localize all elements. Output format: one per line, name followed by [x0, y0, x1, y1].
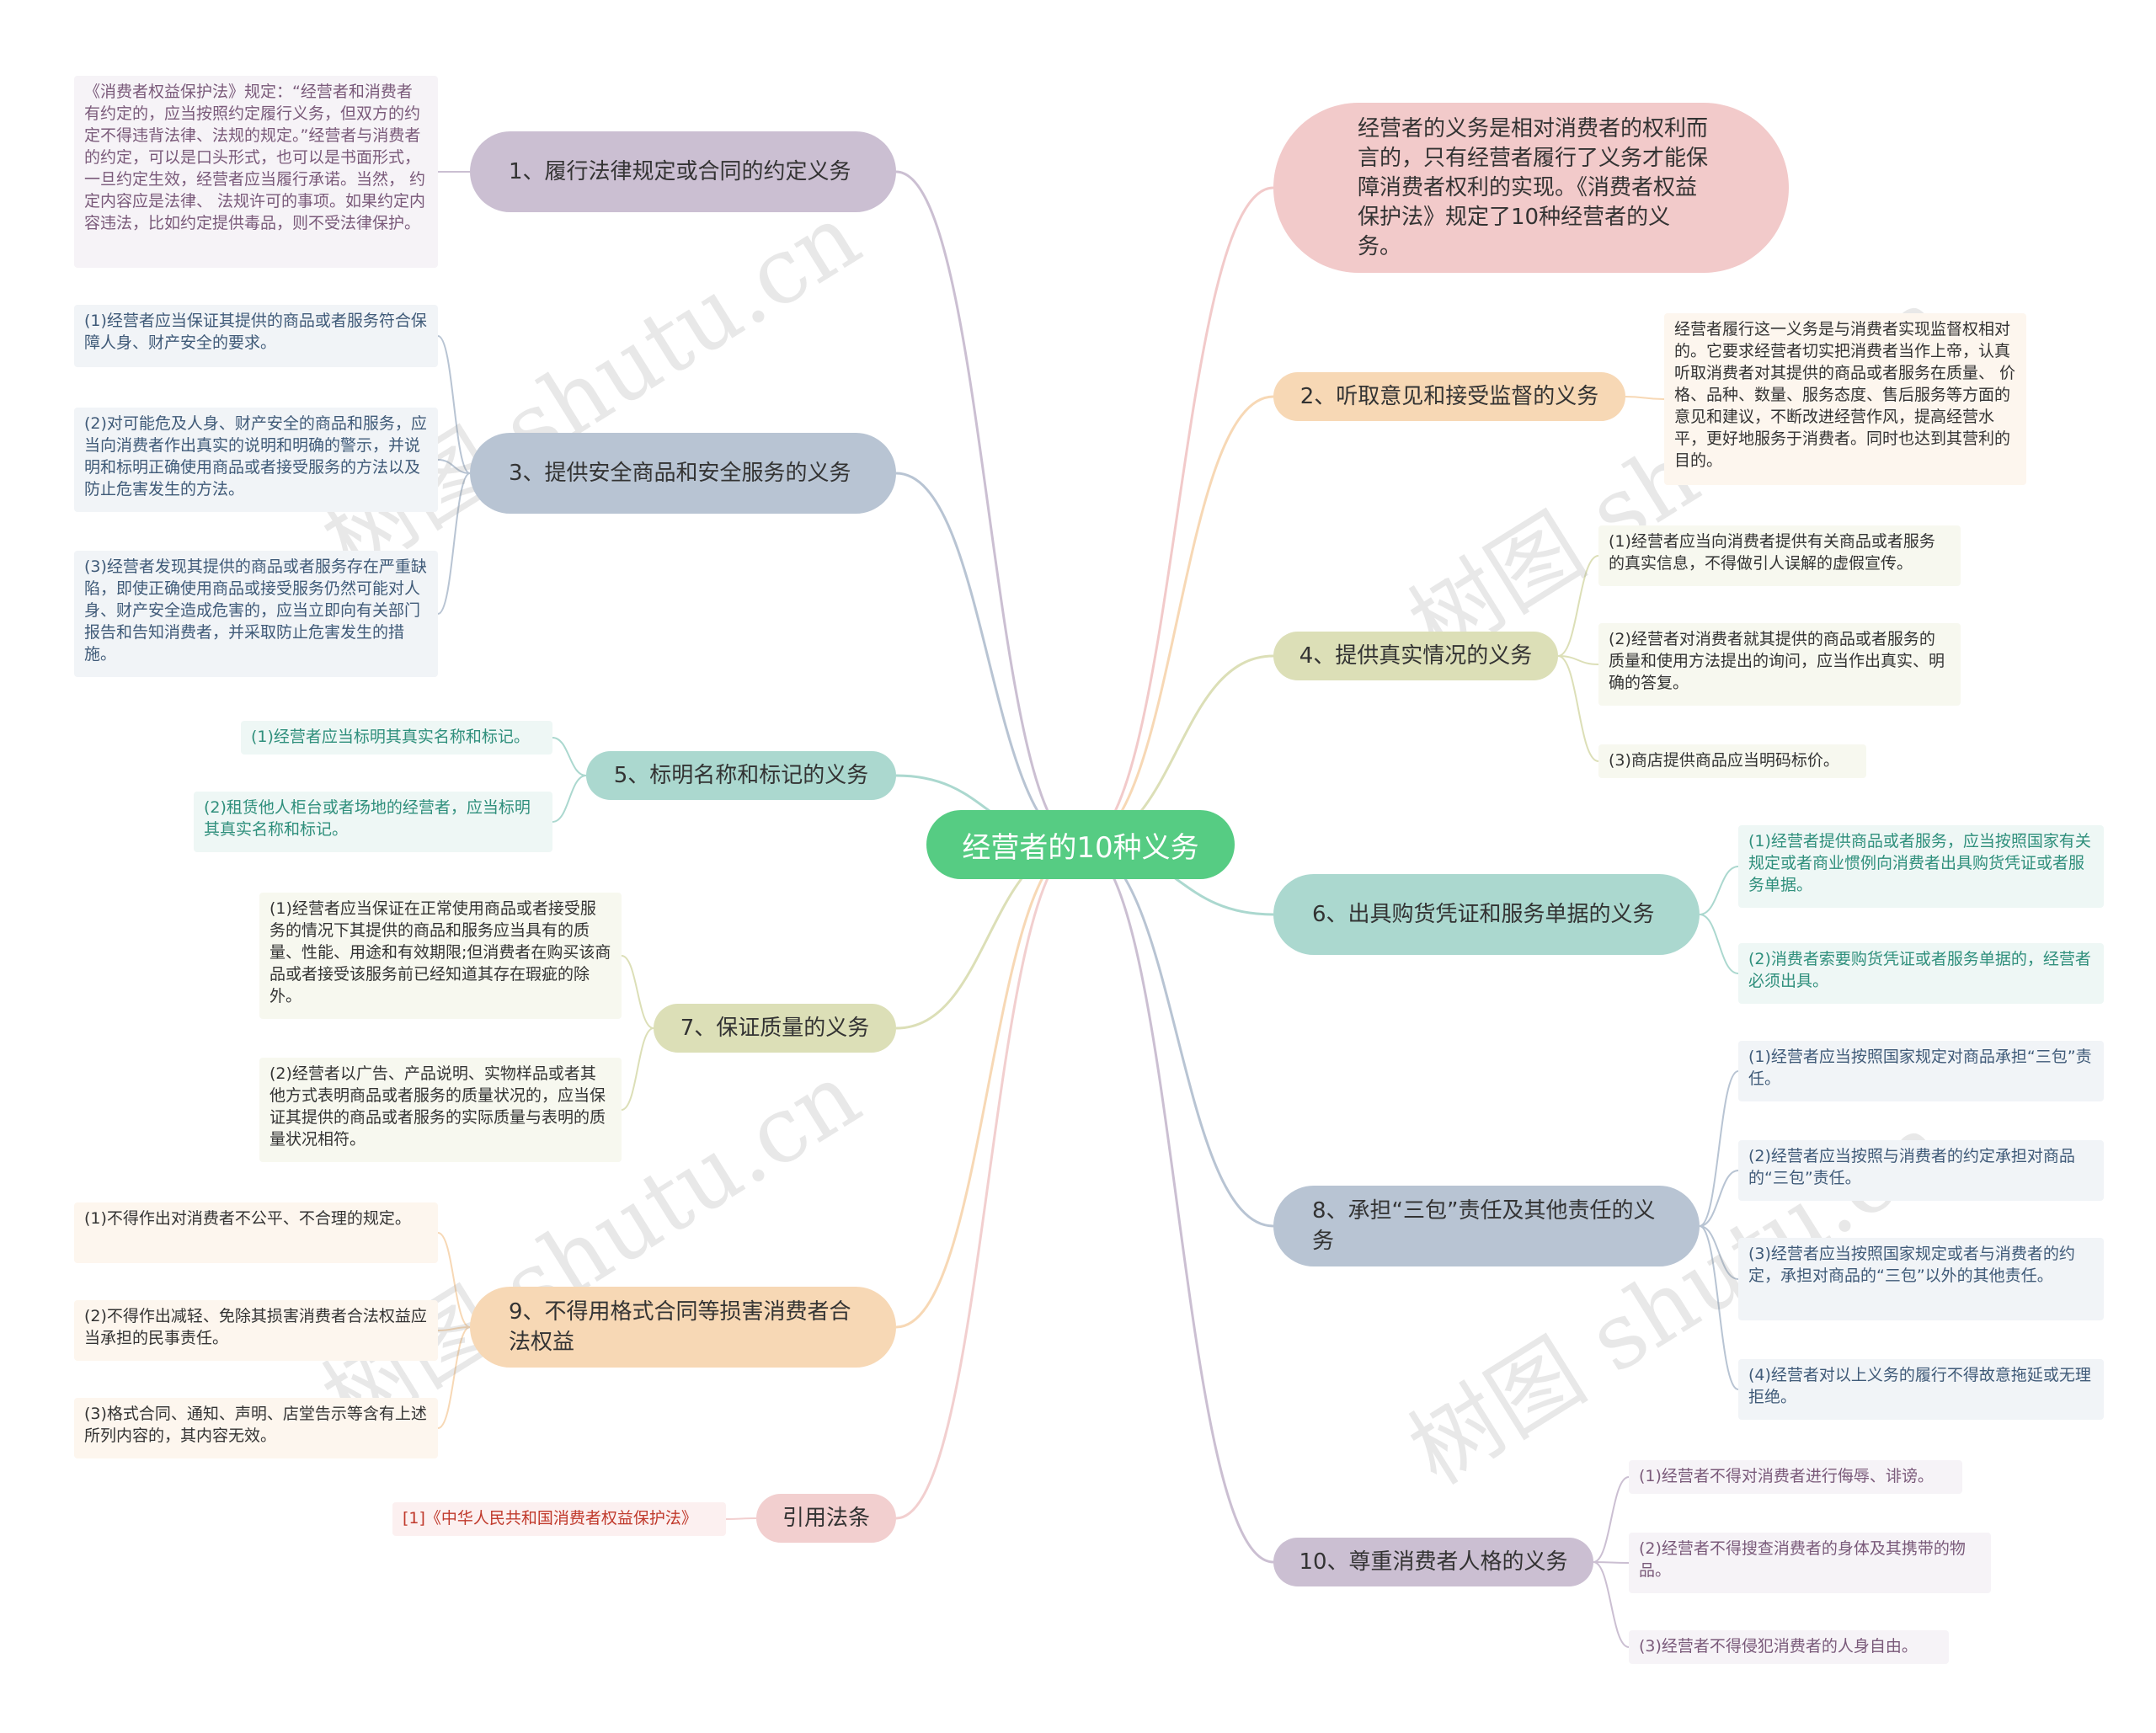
link-central-intro [1080, 186, 1274, 846]
branch-10[interactable]: 10、尊重消费者人格的义务 [1273, 1538, 1593, 1586]
note-b2-1: 经营者履行这一义务是与消费者实现监督权相对的。它要求经营者切实把消费者当作上帝，… [1664, 313, 2026, 485]
link-ref-note [725, 1517, 757, 1520]
note-b3-2: (2)对可能危及人身、财产安全的商品和服务，应当向消费者作出真实的说明和明确的警… [74, 408, 438, 512]
branch-7[interactable]: 7、保证质量的义务 [654, 1004, 896, 1053]
link-b10-note [1593, 1561, 1630, 1648]
link-b2-note [1625, 396, 1665, 400]
branch-2[interactable]: 2、听取意见和接受监督的义务 [1273, 372, 1625, 421]
note-b6-2: (2)消费者索要购货凭证或者服务单据的，经营者必须出具。 [1738, 943, 2104, 1004]
link-b6-note [1699, 866, 1739, 915]
link-b4-note [1557, 655, 1599, 762]
link-b8-note [1699, 1225, 1739, 1280]
intro-node[interactable]: 经营者的义务是相对消费者的权利而言的，只有经营者履行了义务才能保障消费者权利的实… [1273, 103, 1789, 273]
link-b9-note [437, 1326, 471, 1429]
link-b3-note [437, 459, 471, 474]
link-central-ref [895, 843, 1081, 1520]
note-b3-3: (3)经营者发现其提供的商品或者服务存在严重缺陷，即使正确使用商品或接受服务仍然… [74, 551, 438, 677]
branch-3[interactable]: 3、提供安全商品和安全服务的义务 [470, 433, 896, 514]
link-b4-note [1557, 655, 1599, 665]
link-central-b8 [1080, 843, 1274, 1228]
note-b7-2: (2)经营者以广告、产品说明、实物样品或者其他方式表明商品或者服务的质量状况的，… [259, 1058, 622, 1162]
link-b3-note [437, 335, 471, 474]
branch-6[interactable]: 6、出具购货凭证和服务单据的义务 [1273, 874, 1700, 955]
link-b5-note [552, 775, 587, 823]
branch-4[interactable]: 4、提供真实情况的义务 [1273, 632, 1558, 680]
link-b9-note [437, 1326, 471, 1331]
branch-8[interactable]: 8、承担“三包”责任及其他责任的义务 [1273, 1186, 1700, 1266]
note-b4-1: (1)经营者应当向消费者提供有关商品或者服务的真实信息，不得做引人误解的虚假宣传… [1598, 525, 1961, 586]
link-central-b2 [1080, 395, 1274, 846]
link-b7-note [621, 1027, 654, 1111]
branch-5[interactable]: 5、标明名称和标记的义务 [586, 751, 896, 800]
note-b6-1: (1)经营者提供商品或者服务，应当按照国家有关规定或者商业惯例向消费者出具购货凭… [1738, 825, 2104, 908]
link-b8-note [1699, 1170, 1739, 1227]
link-b8-note [1699, 1070, 1739, 1227]
link-central-b1 [895, 170, 1081, 846]
note-b8-1: (1)经营者应当按照国家规定对商品承担“三包”责任。 [1738, 1041, 2104, 1101]
note-b9-2: (2)不得作出减轻、免除其损害消费者合法权益应当承担的民事责任。 [74, 1300, 438, 1361]
link-b8-note [1699, 1225, 1739, 1390]
link-b6-note [1699, 914, 1739, 974]
link-b10-note [1593, 1561, 1630, 1564]
central-topic[interactable]: 经营者的10种义务 [926, 810, 1235, 879]
note-b5-1: (1)经营者应当标明其真实名称和标记。 [241, 721, 552, 755]
note-b8-3: (3)经营者应当按照国家规定或者与消费者的约定，承担对商品的“三包”以外的其他责… [1738, 1238, 2104, 1320]
link-central-b3 [895, 472, 1081, 846]
link-b9-note [437, 1232, 471, 1328]
link-b4-note [1557, 555, 1599, 657]
note-b10-1: (1)经营者不得对消费者进行侮辱、诽谤。 [1629, 1460, 1962, 1494]
branch-ref[interactable]: 引用法条 [756, 1494, 896, 1543]
note-b8-2: (2)经营者应当按照与消费者的约定承担对商品的“三包”责任。 [1738, 1140, 2104, 1201]
link-central-b9 [895, 843, 1081, 1329]
note-b8-4: (4)经营者对以上义务的履行不得故意拖延或无理拒绝。 [1738, 1359, 2104, 1420]
branch-1[interactable]: 1、履行法律规定或合同的约定义务 [470, 131, 896, 212]
note-b4-3: (3)商店提供商品应当明码标价。 [1598, 744, 1866, 778]
note-ref-1[interactable]: [1]《中华人民共和国消费者权益保护法》 [392, 1502, 726, 1536]
note-b9-1: (1)不得作出对消费者不公平、不合理的规定。 [74, 1202, 438, 1263]
note-b10-3: (3)经营者不得侵犯消费者的人身自由。 [1629, 1630, 1949, 1664]
note-b7-1: (1)经营者应当保证在正常使用商品或者接受服务的情况下其提供的商品和服务应当具有… [259, 893, 622, 1019]
branch-9[interactable]: 9、不得用格式合同等损害消费者合法权益 [470, 1287, 896, 1368]
link-central-b10 [1080, 843, 1274, 1564]
note-b10-2: (2)经营者不得搜查消费者的身体及其携带的物品。 [1629, 1533, 1991, 1593]
note-b3-1: (1)经营者应当保证其提供的商品或者服务符合保障人身、财产安全的要求。 [74, 305, 438, 367]
note-b1-1: 《消费者权益保护法》规定：“经营者和消费者有约定的，应当按照约定履行义务，但双方… [74, 76, 438, 268]
note-b9-3: (3)格式合同、通知、声明、店堂告示等含有上述所列内容的，其内容无效。 [74, 1398, 438, 1458]
note-b5-2: (2)租赁他人柜台或者场地的经营者，应当标明其真实名称和标记。 [194, 792, 552, 852]
link-b10-note [1593, 1476, 1630, 1563]
link-b3-note [437, 472, 471, 615]
link-b7-note [621, 955, 654, 1029]
note-b4-2: (2)经营者对消费者就其提供的商品或者服务的质量和使用方法提出的询问，应当作出真… [1598, 623, 1961, 706]
link-b5-note [552, 737, 587, 776]
